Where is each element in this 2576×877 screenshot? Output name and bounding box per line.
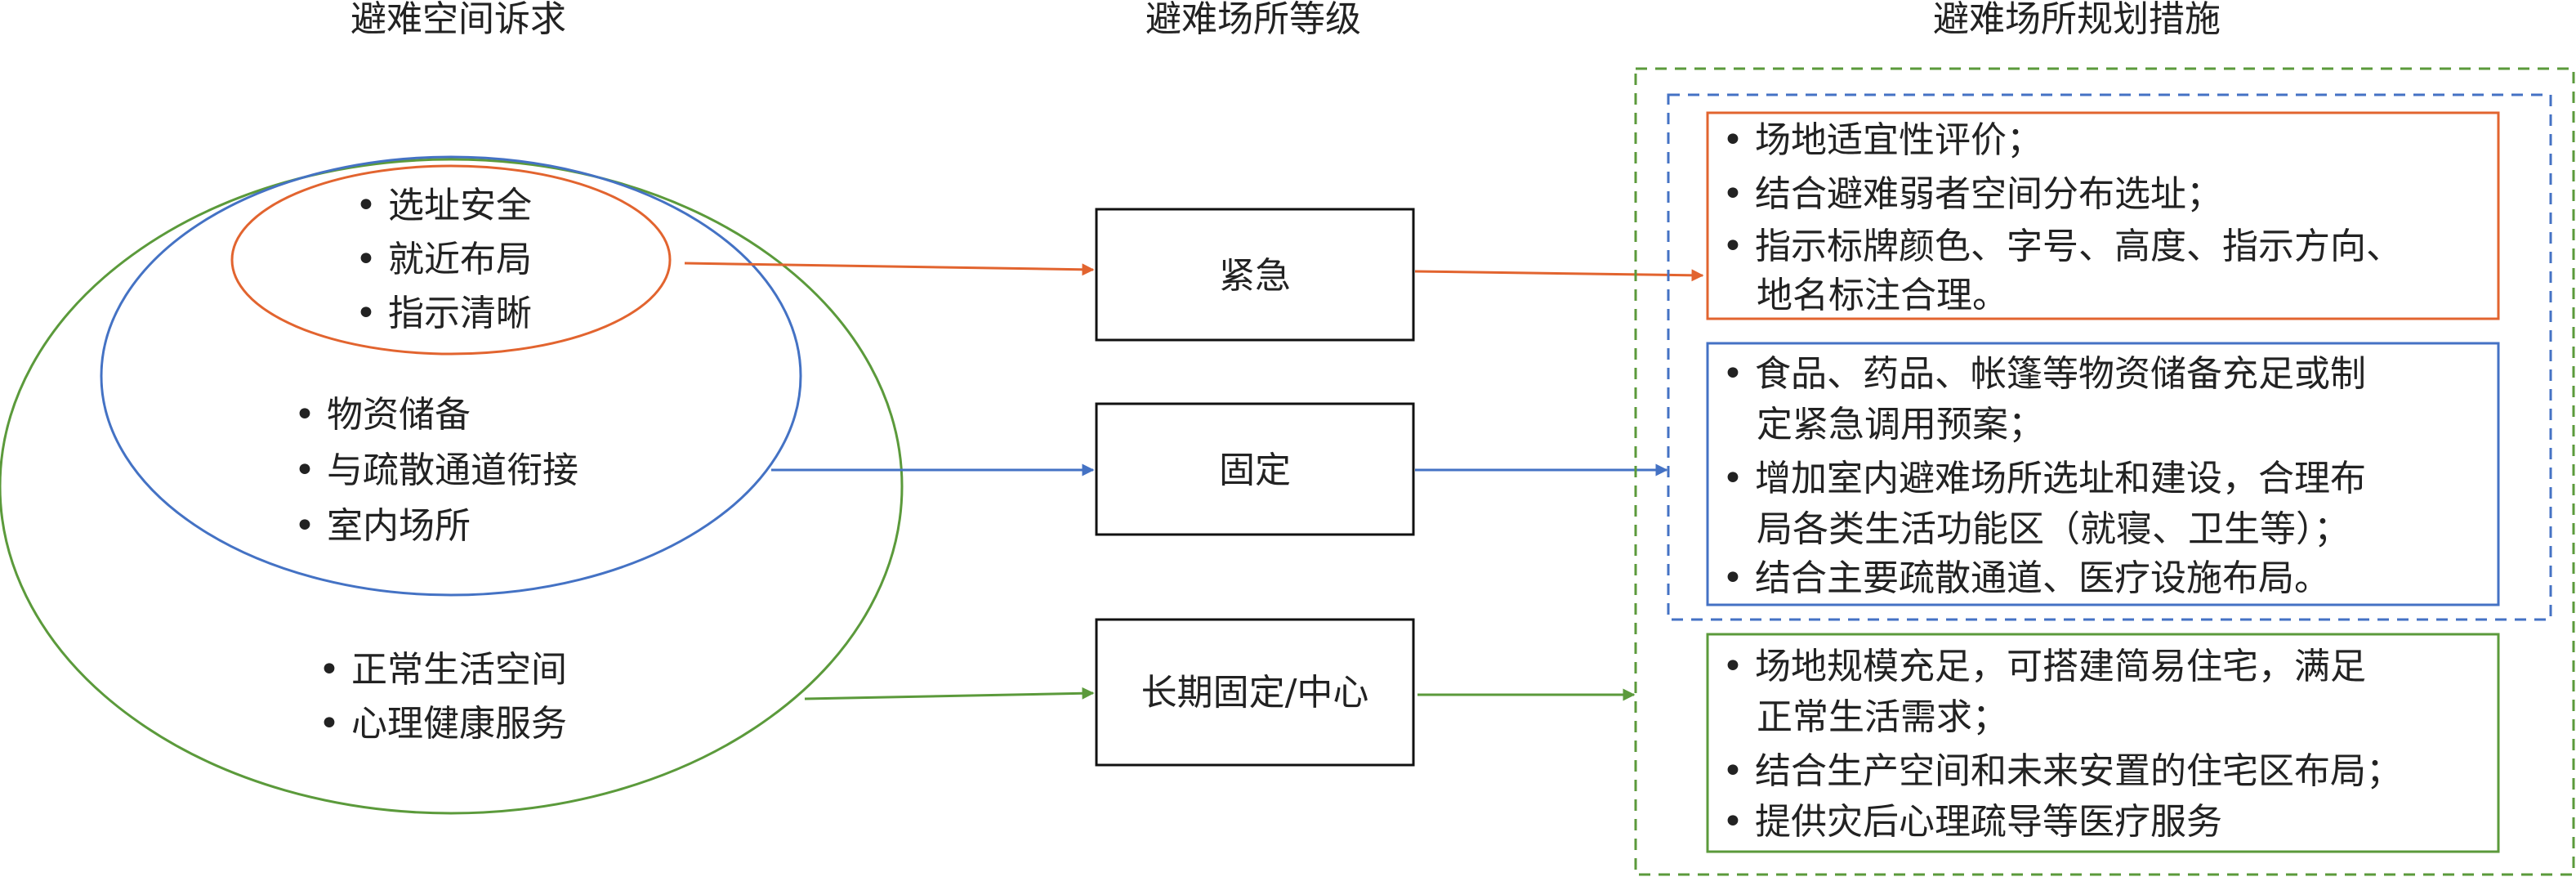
fixed-measure-item: • 结合主要疏散通道、医疗设施布局。 — [1722, 557, 2330, 599]
longterm-measures-dashed-frame — [1634, 67, 2575, 876]
emergency-need-item: • 就近布局 — [355, 239, 532, 280]
emergency-measure-item: • 指示标牌颜色、字号、高度、指示方向、 — [1722, 226, 2402, 267]
emergency-level-box — [1095, 208, 1415, 342]
emergency-measure-item: • 场地适宜性评价； — [1722, 119, 2042, 161]
emergency-need-item: • 指示清晰 — [355, 293, 532, 334]
measures-column-title: 避难场所规划措施 — [1933, 0, 2221, 40]
fixed-measure-item-cont: 定紧急调用预案； — [1757, 404, 2044, 445]
fixed-measure-item: • 食品、药品、帐篷等物资储备充足或制 — [1722, 353, 2366, 395]
fixed-measures-dashed-frame — [1667, 93, 2552, 621]
fixed-needs-ellipse — [100, 155, 802, 597]
longterm-need-item: • 心理健康服务 — [319, 703, 567, 745]
longterm-measures-box — [1706, 633, 2500, 853]
longterm-need-item: • 正常生活空间 — [319, 649, 567, 691]
emergency-need-arrow — [684, 262, 1095, 276]
fixed-need-item: • 物资储备 — [294, 394, 471, 436]
needs-column-title: 避难空间诉求 — [350, 0, 566, 40]
longterm-measure-item: • 提供灾后心理疏导等医疗服务 — [1722, 801, 2222, 843]
longterm-measure-item: • 结合生产空间和未来安置的住宅区布局； — [1722, 750, 2402, 792]
fixed-measures-box — [1706, 342, 2500, 606]
fixed-need-item: • 与疏散通道衔接 — [294, 450, 578, 491]
emergency-measure-item: • 结合避难弱者空间分布选址； — [1722, 173, 2222, 215]
fixed-measure-item-cont: 局各类生活功能区（就寝、卫生等）； — [1757, 508, 2350, 550]
longterm-measure-item: • 场地规模充足，可搭建简易住宅，满足 — [1722, 646, 2366, 687]
emergency-measure-item-cont: 地名标注合理。 — [1757, 275, 2008, 316]
emergency-needs-ellipse — [230, 164, 672, 356]
emergency-measure-arrow — [1414, 269, 1704, 282]
fixed-need-item: • 室内场所 — [294, 505, 471, 547]
longterm-need-arrow — [804, 687, 1095, 700]
longterm-needs-ellipse — [0, 158, 904, 815]
emergency-need-item: • 选址安全 — [355, 185, 532, 226]
fixed-level-box — [1095, 402, 1415, 536]
longterm-level-label: 长期固定/中心 — [1141, 672, 1369, 714]
fixed-level-label: 固定 — [1219, 450, 1291, 491]
longterm-measure-item-cont: 正常生活需求； — [1757, 696, 2008, 738]
emergency-measures-box — [1706, 111, 2500, 320]
levels-column-title: 避难场所等级 — [1145, 0, 1361, 40]
longterm-level-box — [1095, 618, 1415, 767]
fixed-measure-item: • 增加室内避难场所选址和建设，合理布 — [1722, 458, 2366, 499]
emergency-level-label: 紧急 — [1219, 255, 1291, 297]
